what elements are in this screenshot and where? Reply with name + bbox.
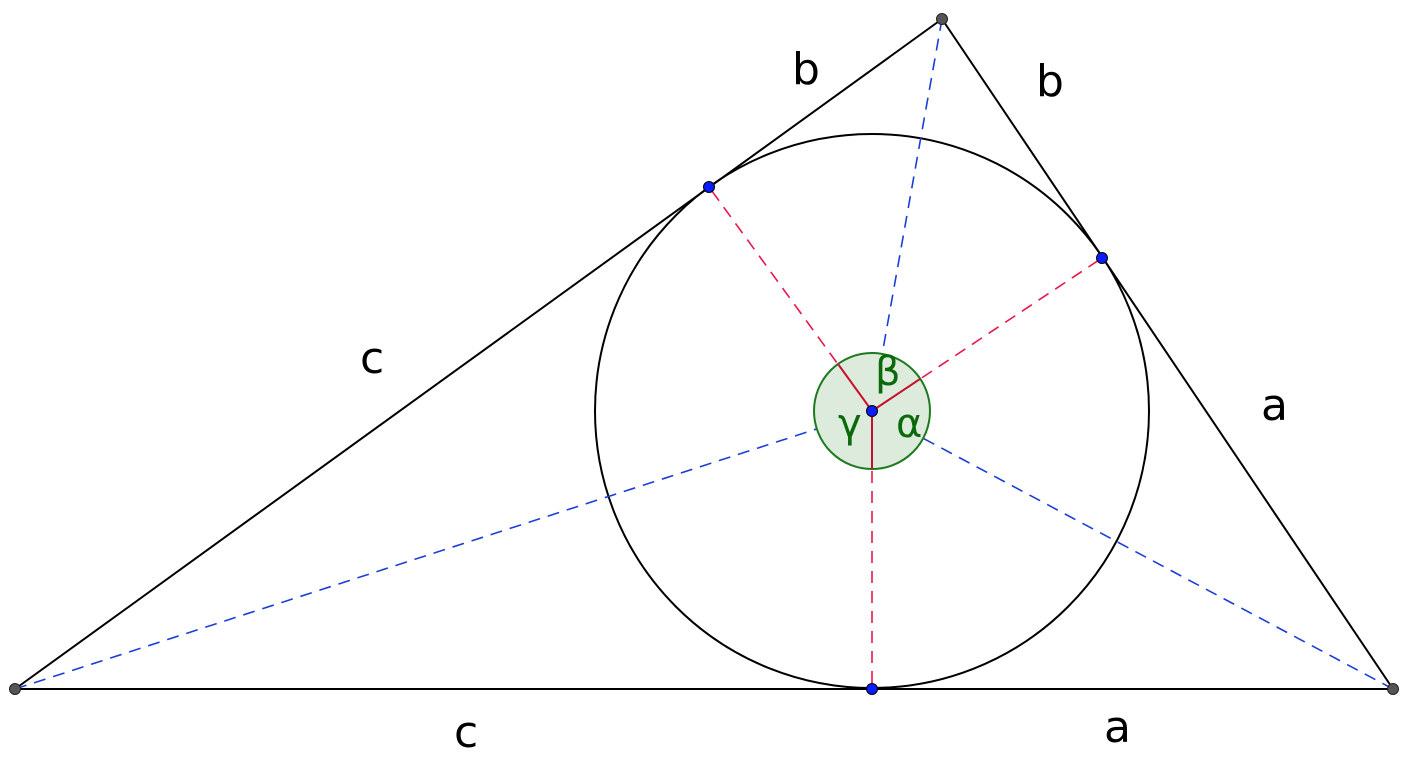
angle-alpha-label: α [896, 401, 922, 447]
bisector-right [871, 410, 1394, 690]
triangle [14, 18, 1394, 690]
vertex-right [1387, 683, 1399, 695]
vertices [9, 13, 1399, 695]
angle-bisectors [14, 18, 1394, 690]
radius-inner-left [837, 363, 873, 412]
label-a-right: a [1261, 380, 1288, 431]
incenter-point [866, 405, 878, 417]
vertex-top [936, 13, 948, 25]
tangent-points [703, 181, 1108, 695]
tangent-point-bottom [866, 683, 878, 695]
angle-beta-label: β [875, 349, 901, 395]
radius-inner-right [871, 378, 921, 412]
bisector-left [14, 410, 873, 690]
radii-inner [837, 363, 921, 469]
side-left [14, 18, 943, 690]
angle-gamma-label: γ [838, 401, 862, 447]
label-b-upper-left: b [792, 44, 820, 95]
side-right [941, 18, 1394, 690]
label-b-upper-right: b [1036, 56, 1064, 107]
bisector-top [871, 18, 943, 412]
tangent-point-left [703, 181, 715, 193]
label-c-left: c [360, 333, 384, 384]
label-a-bottom: a [1104, 702, 1131, 753]
label-c-bottom: c [454, 707, 478, 757]
tangent-point-right [1096, 252, 1108, 264]
vertex-left [9, 683, 21, 695]
